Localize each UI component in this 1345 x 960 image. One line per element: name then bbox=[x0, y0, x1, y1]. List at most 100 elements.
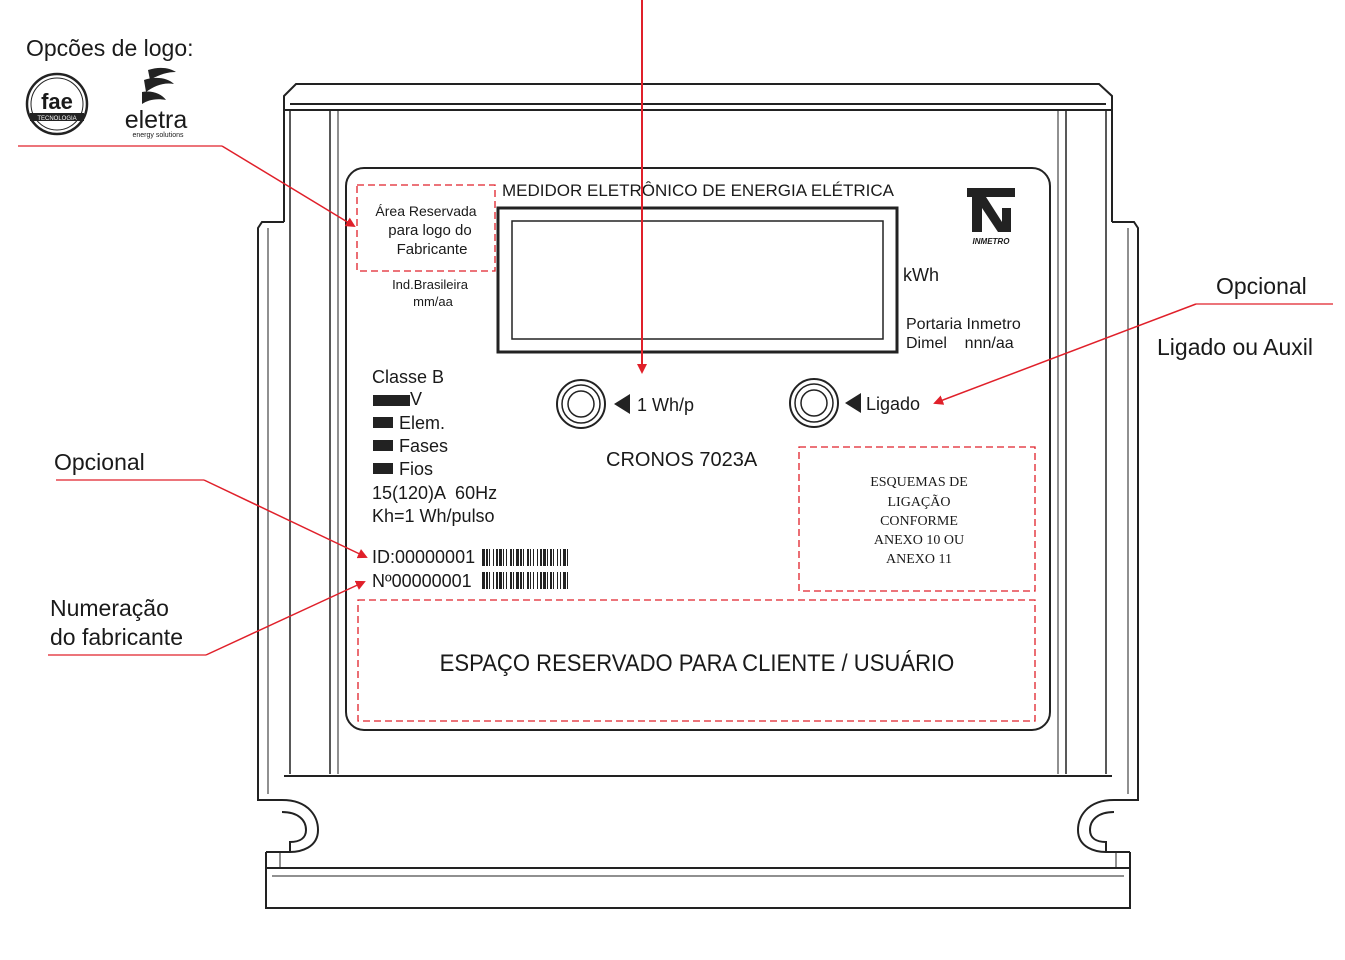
callout-numeracao-line-2: do fabricante bbox=[50, 624, 183, 650]
barcode-bar bbox=[486, 572, 488, 589]
logo-area-line-2: para logo do bbox=[388, 222, 471, 239]
barcode-bar bbox=[482, 549, 485, 566]
logo-area-line-3: Fabricante bbox=[397, 241, 468, 258]
barcode-bar bbox=[503, 549, 504, 566]
spec-elem-mark bbox=[373, 417, 393, 428]
barcode-bar bbox=[516, 549, 519, 566]
id-barcode bbox=[482, 549, 568, 566]
barcode-bar bbox=[496, 572, 498, 589]
barcode-bar bbox=[520, 572, 522, 589]
barcode-bar bbox=[543, 572, 546, 589]
meter-heading: MEDIDOR ELETRÔNICO DE ENERGIA ELÉTRICA bbox=[502, 181, 895, 200]
fae-logo-name: fae bbox=[41, 89, 73, 114]
barcode-bar bbox=[510, 549, 512, 566]
fae-logo: fae TECNOLOGIA bbox=[25, 72, 89, 136]
barcode-bar bbox=[523, 549, 524, 566]
barcode-bar bbox=[563, 549, 566, 566]
origin-line-1: Ind.Brasileira bbox=[392, 277, 469, 292]
barcode-bar bbox=[550, 572, 552, 589]
pulse-led-label: 1 Wh/p bbox=[637, 395, 694, 415]
barcode-bar bbox=[533, 572, 534, 589]
id-line: ID:00000001 bbox=[372, 547, 475, 567]
display-unit: kWh bbox=[903, 265, 939, 285]
schemes-line-2: LIGAÇÃO bbox=[888, 494, 951, 510]
barcode-bar bbox=[482, 572, 485, 589]
barcode-bar bbox=[557, 549, 558, 566]
barcode-bar bbox=[493, 572, 494, 589]
barcode-bar bbox=[530, 572, 531, 589]
meter-housing bbox=[257, 83, 1139, 909]
spec-voltage-mark bbox=[373, 395, 410, 406]
logo-options-title: Opcões de logo: bbox=[26, 35, 194, 61]
schemes-line-5: ANEXO 11 bbox=[886, 552, 952, 567]
barcode-bar bbox=[506, 549, 507, 566]
fae-logo-tagline: TECNOLOGIA bbox=[37, 116, 76, 122]
barcode-bar bbox=[503, 572, 504, 589]
barcode-bar bbox=[563, 572, 566, 589]
barcode-bar bbox=[513, 572, 514, 589]
serial-barcode bbox=[482, 572, 568, 589]
spec-fases: Fases bbox=[399, 436, 448, 456]
barcode-bar bbox=[520, 549, 522, 566]
barcode-bar bbox=[540, 572, 542, 589]
barcode-bar bbox=[523, 572, 524, 589]
spec-voltage: V bbox=[410, 389, 422, 409]
barcode-bar bbox=[527, 549, 529, 566]
barcode-bar bbox=[496, 549, 498, 566]
spec-fios-mark bbox=[373, 463, 393, 474]
status-led-leader bbox=[933, 303, 1333, 405]
barcode-bar bbox=[537, 549, 538, 566]
barcode-bar bbox=[506, 572, 507, 589]
inmetro-label: INMETRO bbox=[973, 237, 1011, 246]
portaria-line-2: Dimel nnn/aa bbox=[906, 335, 1014, 352]
customer-area bbox=[357, 599, 1036, 722]
schemes-line-3: CONFORME bbox=[880, 514, 958, 529]
barcode-bar bbox=[540, 549, 542, 566]
eletra-logo-name: eletra bbox=[125, 106, 188, 134]
spec-current: 15(120)A 60Hz bbox=[372, 483, 497, 503]
barcode-bar bbox=[547, 572, 548, 589]
barcode-bar bbox=[553, 572, 554, 589]
barcode-bar bbox=[493, 549, 494, 566]
status-led bbox=[789, 378, 861, 428]
barcode-bar bbox=[486, 549, 488, 566]
barcode-bar bbox=[550, 549, 552, 566]
spec-fases-mark bbox=[373, 440, 393, 451]
schemes-line-4: ANEXO 10 OU bbox=[874, 533, 964, 548]
barcode-bar bbox=[560, 572, 561, 589]
pulse-led bbox=[556, 379, 630, 429]
spec-kh: Kh=1 Wh/pulso bbox=[372, 506, 495, 526]
barcode-bar bbox=[530, 549, 531, 566]
callout-opcional-left: Opcional bbox=[54, 449, 145, 475]
barcode-bar bbox=[499, 549, 502, 566]
portaria-line-1: Portaria Inmetro bbox=[906, 316, 1021, 333]
manufacturer-logo-area bbox=[356, 184, 496, 272]
id-line-leader bbox=[56, 479, 368, 559]
meter-face-plate bbox=[345, 167, 1051, 731]
barcode-bar bbox=[499, 572, 502, 589]
barcode-bar bbox=[533, 549, 534, 566]
barcode-bar bbox=[527, 572, 529, 589]
customer-area-label: ESPAÇO RESERVADO PARA CLIENTE / USUÁRIO bbox=[440, 649, 955, 676]
barcode-bar bbox=[513, 549, 514, 566]
barcode-bar bbox=[557, 572, 558, 589]
barcode-bar bbox=[543, 549, 546, 566]
model-name: CRONOS 7023A bbox=[606, 449, 758, 471]
barcode-bar bbox=[567, 549, 568, 566]
serial-line: Nº00000001 bbox=[372, 571, 472, 591]
callout-numeracao-line-1: Numeração bbox=[50, 595, 169, 621]
barcode-bar bbox=[553, 549, 554, 566]
schemes-box bbox=[798, 446, 1036, 592]
origin-line-2: mm/aa bbox=[413, 294, 454, 309]
inmetro-logo: INMETRO bbox=[967, 188, 1015, 246]
eletra-logo-tagline: energy solutions bbox=[133, 132, 184, 139]
status-led-label: Ligado bbox=[866, 394, 920, 414]
barcode-bar bbox=[489, 572, 490, 589]
barcode-bar bbox=[516, 572, 519, 589]
barcode-bar bbox=[560, 549, 561, 566]
lcd-display bbox=[496, 206, 899, 354]
eletra-logo: eletra energy solutions bbox=[125, 67, 188, 139]
schemes-line-1: ESQUEMAS DE bbox=[870, 475, 968, 490]
callout-ligado-auxil: Ligado ou Auxil bbox=[1157, 334, 1313, 360]
barcode-bar bbox=[537, 572, 538, 589]
